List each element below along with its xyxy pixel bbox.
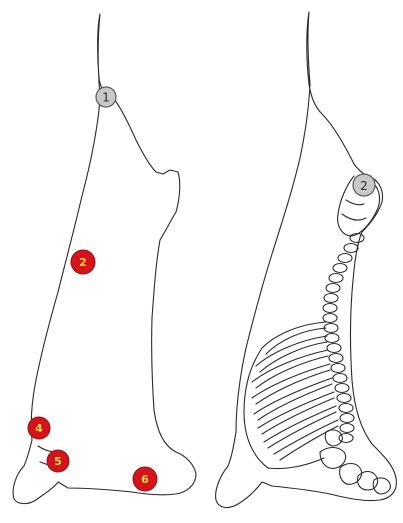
left-marker-2: 2 xyxy=(71,250,95,274)
left-marker-4-label: 4 xyxy=(35,422,43,435)
left-marker-6: 6 xyxy=(133,467,157,491)
right-carcass: 2 xyxy=(216,12,397,507)
left-marker-1: 1 xyxy=(96,87,116,107)
right-marker-2-label: 2 xyxy=(360,179,368,193)
left-marker-5: 5 xyxy=(47,450,69,472)
left-marker-4: 4 xyxy=(28,417,50,439)
left-marker-6-label: 6 xyxy=(141,473,149,486)
right-carcass-outline xyxy=(216,12,397,507)
left-marker-2-label: 2 xyxy=(79,256,87,269)
left-marker-5-label: 5 xyxy=(54,455,62,468)
left-carcass: 1 2 4 5 6 xyxy=(13,14,196,504)
right-marker-2: 2 xyxy=(353,174,375,196)
left-marker-1-label: 1 xyxy=(102,91,110,105)
